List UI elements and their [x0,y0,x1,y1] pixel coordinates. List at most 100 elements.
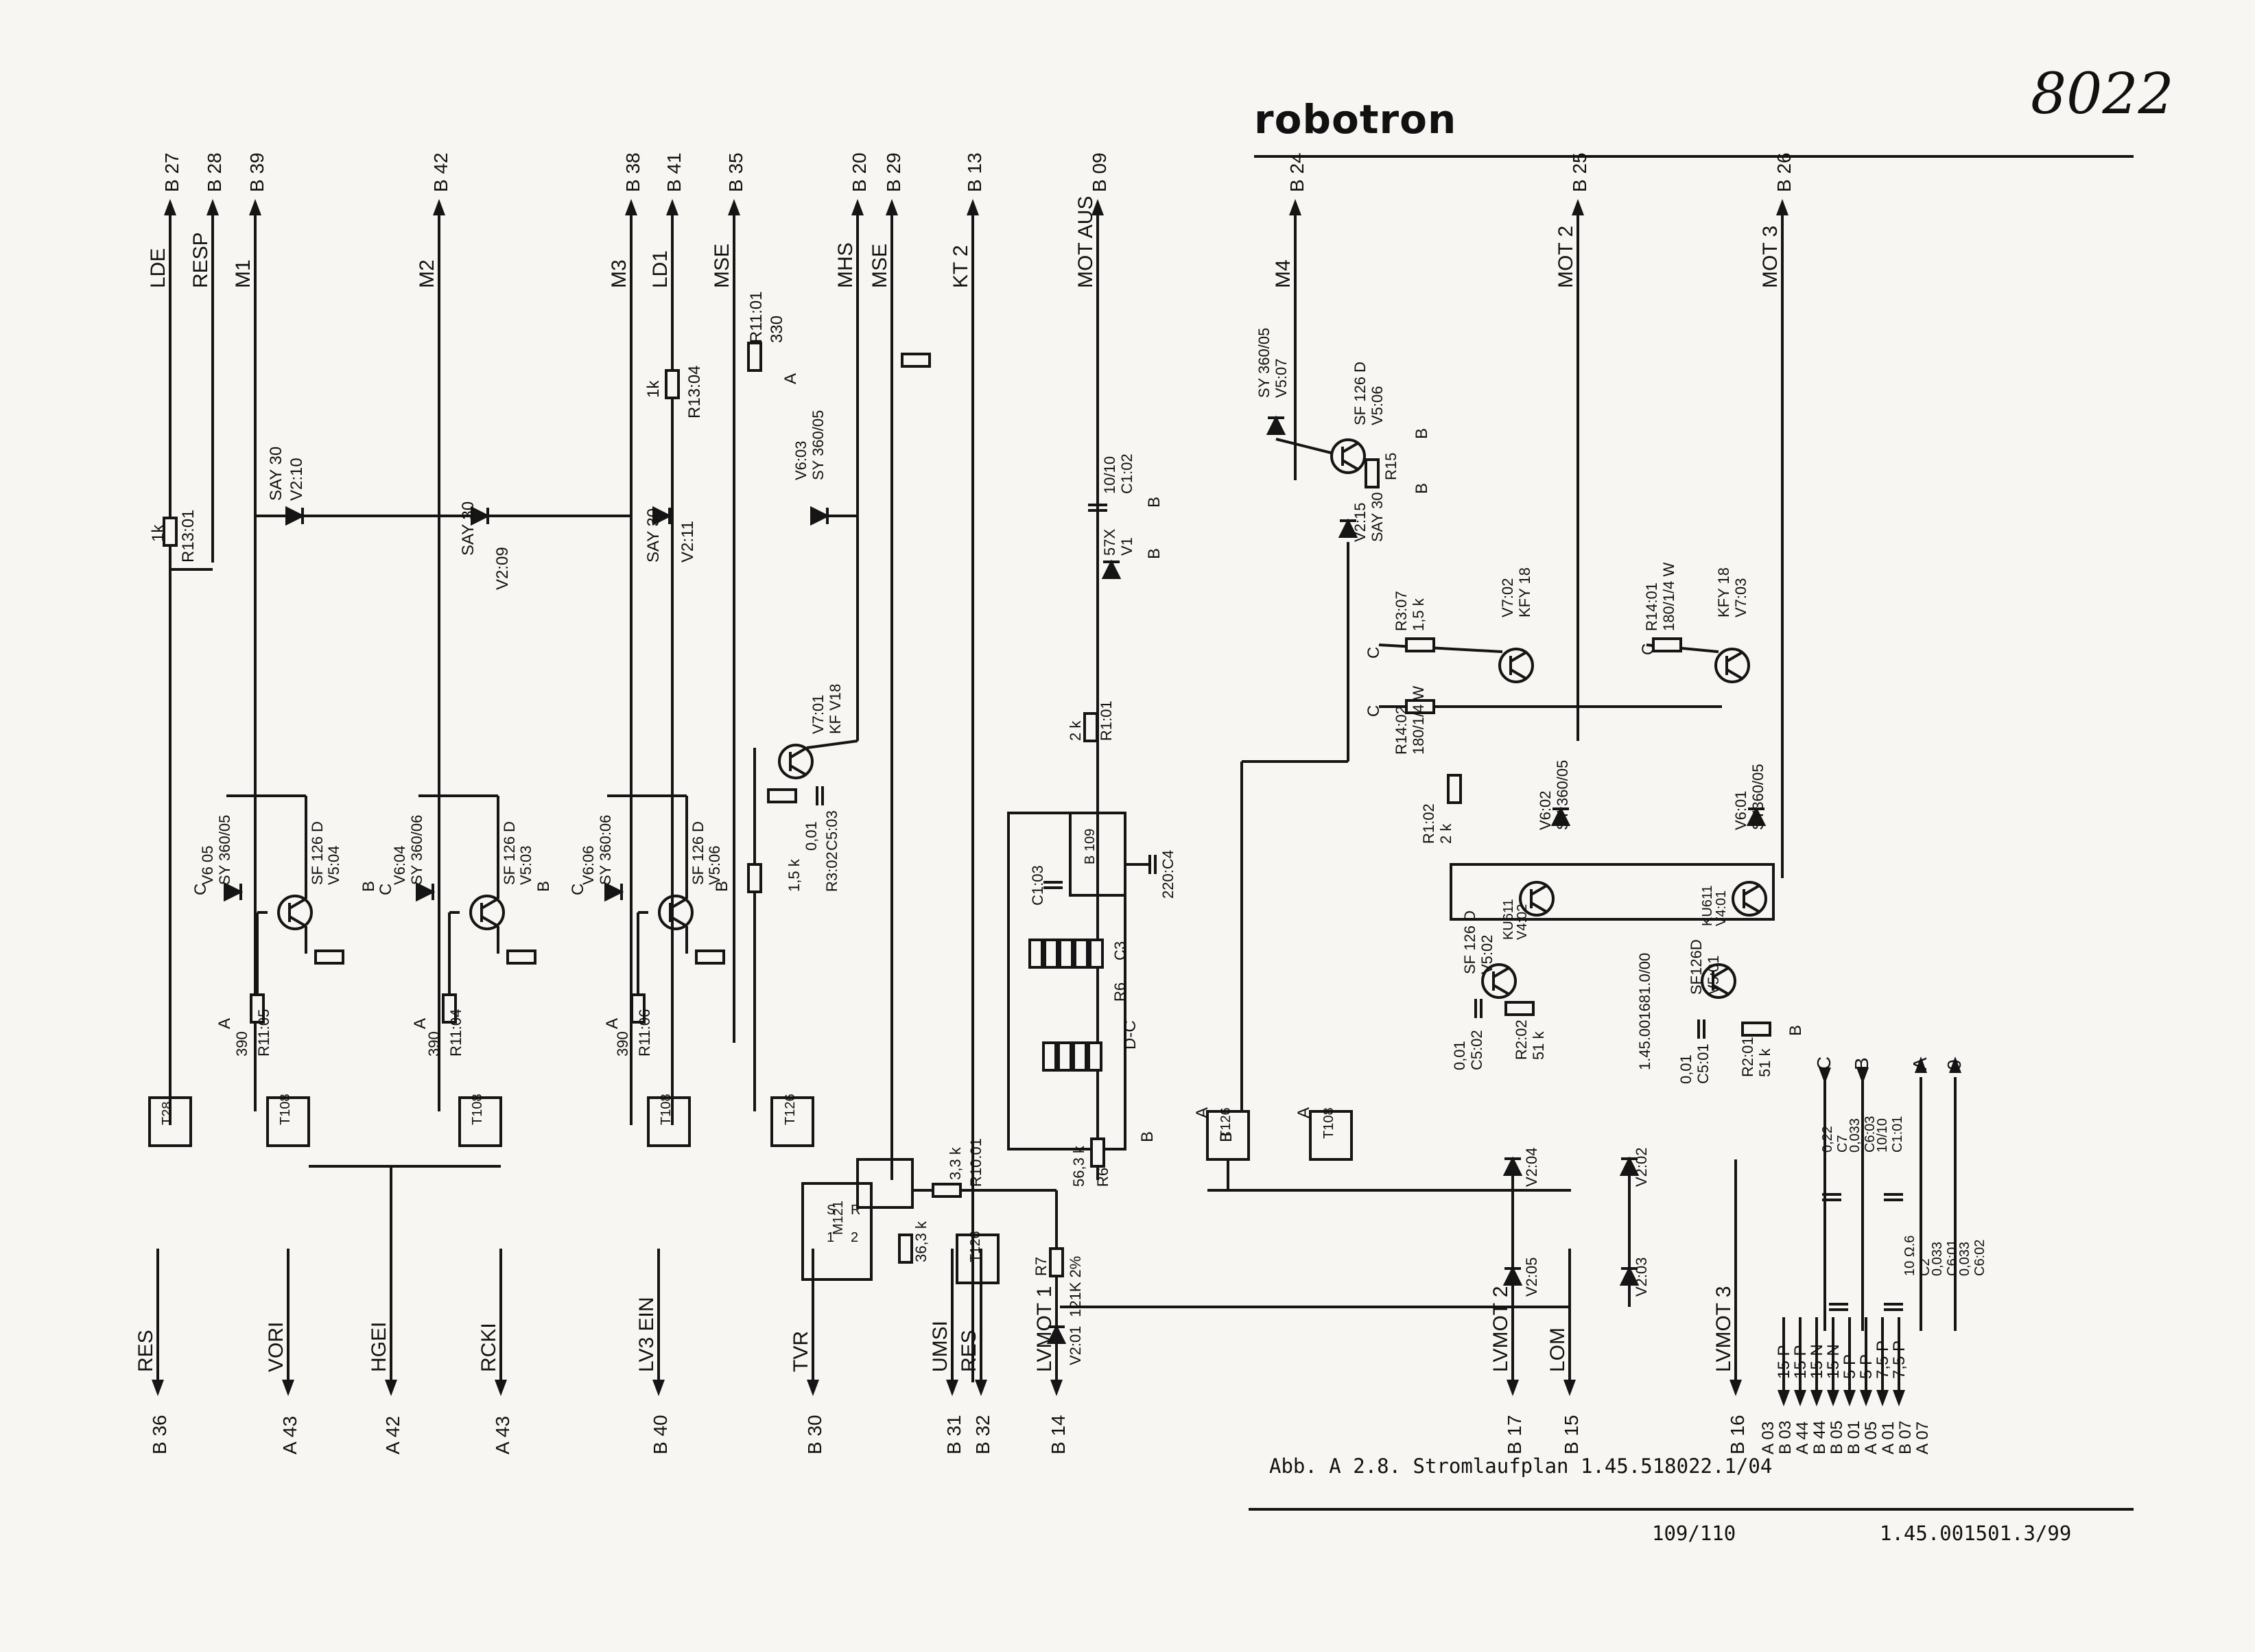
resistor-value: 36,3 k [912,1220,930,1262]
ic-pin: R [851,1203,860,1218]
resistor-value: 180/1/4 W [1410,685,1427,755]
resistor-value: 2 k [1067,720,1084,741]
transistor-V7:02 [1498,648,1534,683]
diode-ref: V6:01 [1732,791,1749,831]
resistor-ref: R14:02 [1393,706,1410,755]
bottom-terminal-pin: B 30 [804,1415,825,1454]
top-terminal-pin: B 28 [204,152,225,192]
resistor-ref: R1:01 [1098,700,1115,741]
transistor-collector [288,897,307,910]
supply-label: A [1909,1057,1931,1070]
ic-ref: B 109 [1083,829,1098,864]
terminal-arrow-icon [666,199,678,215]
terminal-arrow-icon [975,1380,987,1396]
transistor-ref: V5:04 [325,846,342,886]
wires [156,155,2134,1511]
resistor-R13:04 [665,369,680,399]
bottom-terminal-pin: A 43 [492,1416,513,1454]
transistor-V5:02 [1481,963,1517,999]
resistor-value: 51 k [1530,1030,1547,1060]
resistor-array [1074,939,1089,969]
capacitor-legend: 0,22 [1820,1126,1835,1153]
terminal-arrow-icon [728,199,740,215]
resistor-array [1057,1041,1072,1072]
dashed-box [1450,863,1775,921]
capacitor-value: 0,01 [1677,1054,1695,1084]
bottom-terminal-signal: RCKI [477,1323,500,1372]
marker-B: B [1138,1131,1157,1142]
transistor-ref: V7:03 [1732,578,1749,618]
transistor-type: SF 126 D [1461,910,1478,974]
resistor-ref: R14:01 [1643,582,1660,631]
resistor-R2:01 [1741,1022,1771,1037]
transistor-driver [658,895,694,930]
resistor-ref: R11:06 [636,1009,653,1057]
bottom-terminal-signal: HGEI [368,1322,390,1372]
capacitor-legend: C7 [1835,1135,1850,1153]
transistor-driver [469,895,505,930]
capacitor-legend: 0,033 [1957,1242,1972,1276]
ic-driver [458,1096,502,1147]
diode-V6:01 [1746,806,1767,826]
ic-ref: T126 [968,1231,983,1262]
terminal-arrow-icon [625,199,637,215]
ic-ref: T126 [783,1094,798,1125]
capacitor-legend: C6:01 [1945,1240,1960,1276]
resistor-R14:02 [1652,637,1682,652]
supply-pin: B 05 [1828,1421,1846,1454]
resistor-array [1042,1041,1057,1072]
bottom-terminal-signal: VORI [265,1322,287,1372]
terminal-arrow-icon [1091,199,1104,215]
resistor-R10:01 [932,1183,962,1198]
diode-V2:09 [471,506,491,526]
resistor-ref: R11:01 [747,291,766,343]
diode-type: SY 360/05 [810,410,827,480]
terminal-arrow-icon [807,1380,819,1396]
resistor-value: 1,5 k [786,858,803,892]
top-terminal-signal: MSE [869,244,891,288]
transistor-V5:06 [1330,438,1366,474]
transistor-collector [669,897,688,910]
resistor-array [1072,1041,1087,1072]
bottom-terminal-signal: LOM [1546,1328,1569,1372]
ic-ref: T126 [1218,1107,1233,1139]
ic-T126 [1206,1110,1250,1161]
bottom-terminal-pin: A 42 [382,1416,403,1454]
marker-A: A [1295,1107,1313,1118]
resistor-value: 2 k [1437,823,1454,844]
figure-caption: Abb. A 2.8. Stromlaufplan 1.45.518022.1/… [1269,1454,1773,1478]
terminal-arrow-icon [1776,199,1788,215]
terminal-arrow-icon [851,199,864,215]
transistor-emitter [1341,459,1360,471]
top-terminal-pin: B 20 [849,152,870,192]
top-terminal-signal: RESP [189,232,212,288]
transistor-emitter [669,915,688,928]
supply-net: 5 P [1841,1354,1859,1379]
diode-driver [604,882,624,902]
transistor-type: SF 126 D [1351,362,1369,425]
terminal-arrow-icon [946,1380,958,1396]
terminal-arrow-icon [886,199,898,215]
transistor-V4:01 [1732,881,1767,917]
diode-ref: V2:10 [287,458,306,501]
supply-pin: A 07 [1913,1421,1932,1454]
capacitor-ref: C5:01 [1695,1043,1712,1084]
ic-ref: T108 [470,1094,485,1125]
terminal-arrow-icon [164,199,176,215]
top-terminal-pin: B 26 [1773,152,1795,192]
transistor-collector [789,746,808,759]
ic-M121 [801,1182,873,1281]
bottom-terminal-pin: B 40 [650,1415,671,1454]
transistor-emitter [789,764,808,777]
top-terminal-signal: M3 [608,259,630,288]
ic-T108 [1309,1110,1353,1161]
marker-B: B [713,881,731,892]
capacitor-ref: C5:02 [1468,1030,1485,1070]
top-terminal-pin: B 25 [1569,152,1590,192]
resistor-driver [630,993,646,1024]
resistor-driver [442,993,457,1024]
top-terminal-signal: M1 [232,259,255,288]
capacitor-ref: C1:02 [1118,453,1135,494]
ic-driver [647,1096,691,1147]
ic-pin: S [827,1203,836,1218]
